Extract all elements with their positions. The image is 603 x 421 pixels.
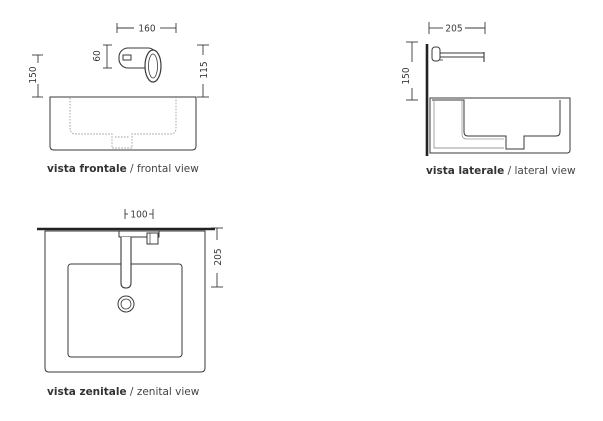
lateral-caption: vista laterale / lateral view xyxy=(426,165,576,177)
frontal-caption-separator: / xyxy=(126,163,137,175)
lateral-dim-depth-label: 205 xyxy=(445,24,462,35)
frontal-dim-width-label: 160 xyxy=(138,24,155,35)
zenital-faucet xyxy=(118,230,160,289)
lateral-caption-it: vista laterale xyxy=(426,165,505,177)
lateral-caption-en: lateral view xyxy=(514,165,576,177)
frontal-dim-spout-label: 60 xyxy=(92,50,103,62)
lateral-basin xyxy=(429,97,571,154)
zenital-dim-width: 100 xyxy=(124,209,154,221)
frontal-dim-width: 160 xyxy=(116,23,177,35)
zenital-caption-separator: / xyxy=(126,386,137,398)
lateral-view: 205 150 xyxy=(401,22,571,156)
zenital-dim-width-label: 100 xyxy=(130,210,147,221)
lateral-dim-height: 150 xyxy=(401,41,418,101)
frontal-dim-right-height: 115 xyxy=(197,44,210,98)
zenital-dim-depth: 205 xyxy=(211,227,224,288)
zenital-dim-depth-label: 205 xyxy=(213,248,224,265)
frontal-dim-spout: 60 xyxy=(92,44,112,69)
zenital-drain xyxy=(117,295,135,313)
zenital-basin-outer xyxy=(44,230,206,373)
frontal-caption-en: frontal view xyxy=(136,163,199,175)
frontal-faucet xyxy=(118,47,162,83)
frontal-dim-right-height-label: 115 xyxy=(199,61,210,78)
lateral-dim-height-label: 150 xyxy=(401,67,412,84)
frontal-caption: vista frontale / frontal view xyxy=(47,163,199,175)
lateral-dim-depth: 205 xyxy=(428,22,486,35)
frontal-dim-total-height-label: 150 xyxy=(28,66,39,83)
frontal-view: 160 60 150 115 xyxy=(28,23,210,151)
lateral-caption-separator: / xyxy=(504,165,515,177)
zenital-caption: vista zenitale / zenital view xyxy=(47,386,199,398)
zenital-caption-it: vista zenitale xyxy=(47,386,127,398)
frontal-caption-it: vista frontale xyxy=(47,163,127,175)
zenital-view: 100 205 xyxy=(37,209,224,373)
lateral-faucet xyxy=(431,46,485,62)
frontal-basin xyxy=(49,96,197,151)
zenital-caption-en: zenital view xyxy=(136,386,200,398)
frontal-dim-total-height: 150 xyxy=(28,54,43,98)
